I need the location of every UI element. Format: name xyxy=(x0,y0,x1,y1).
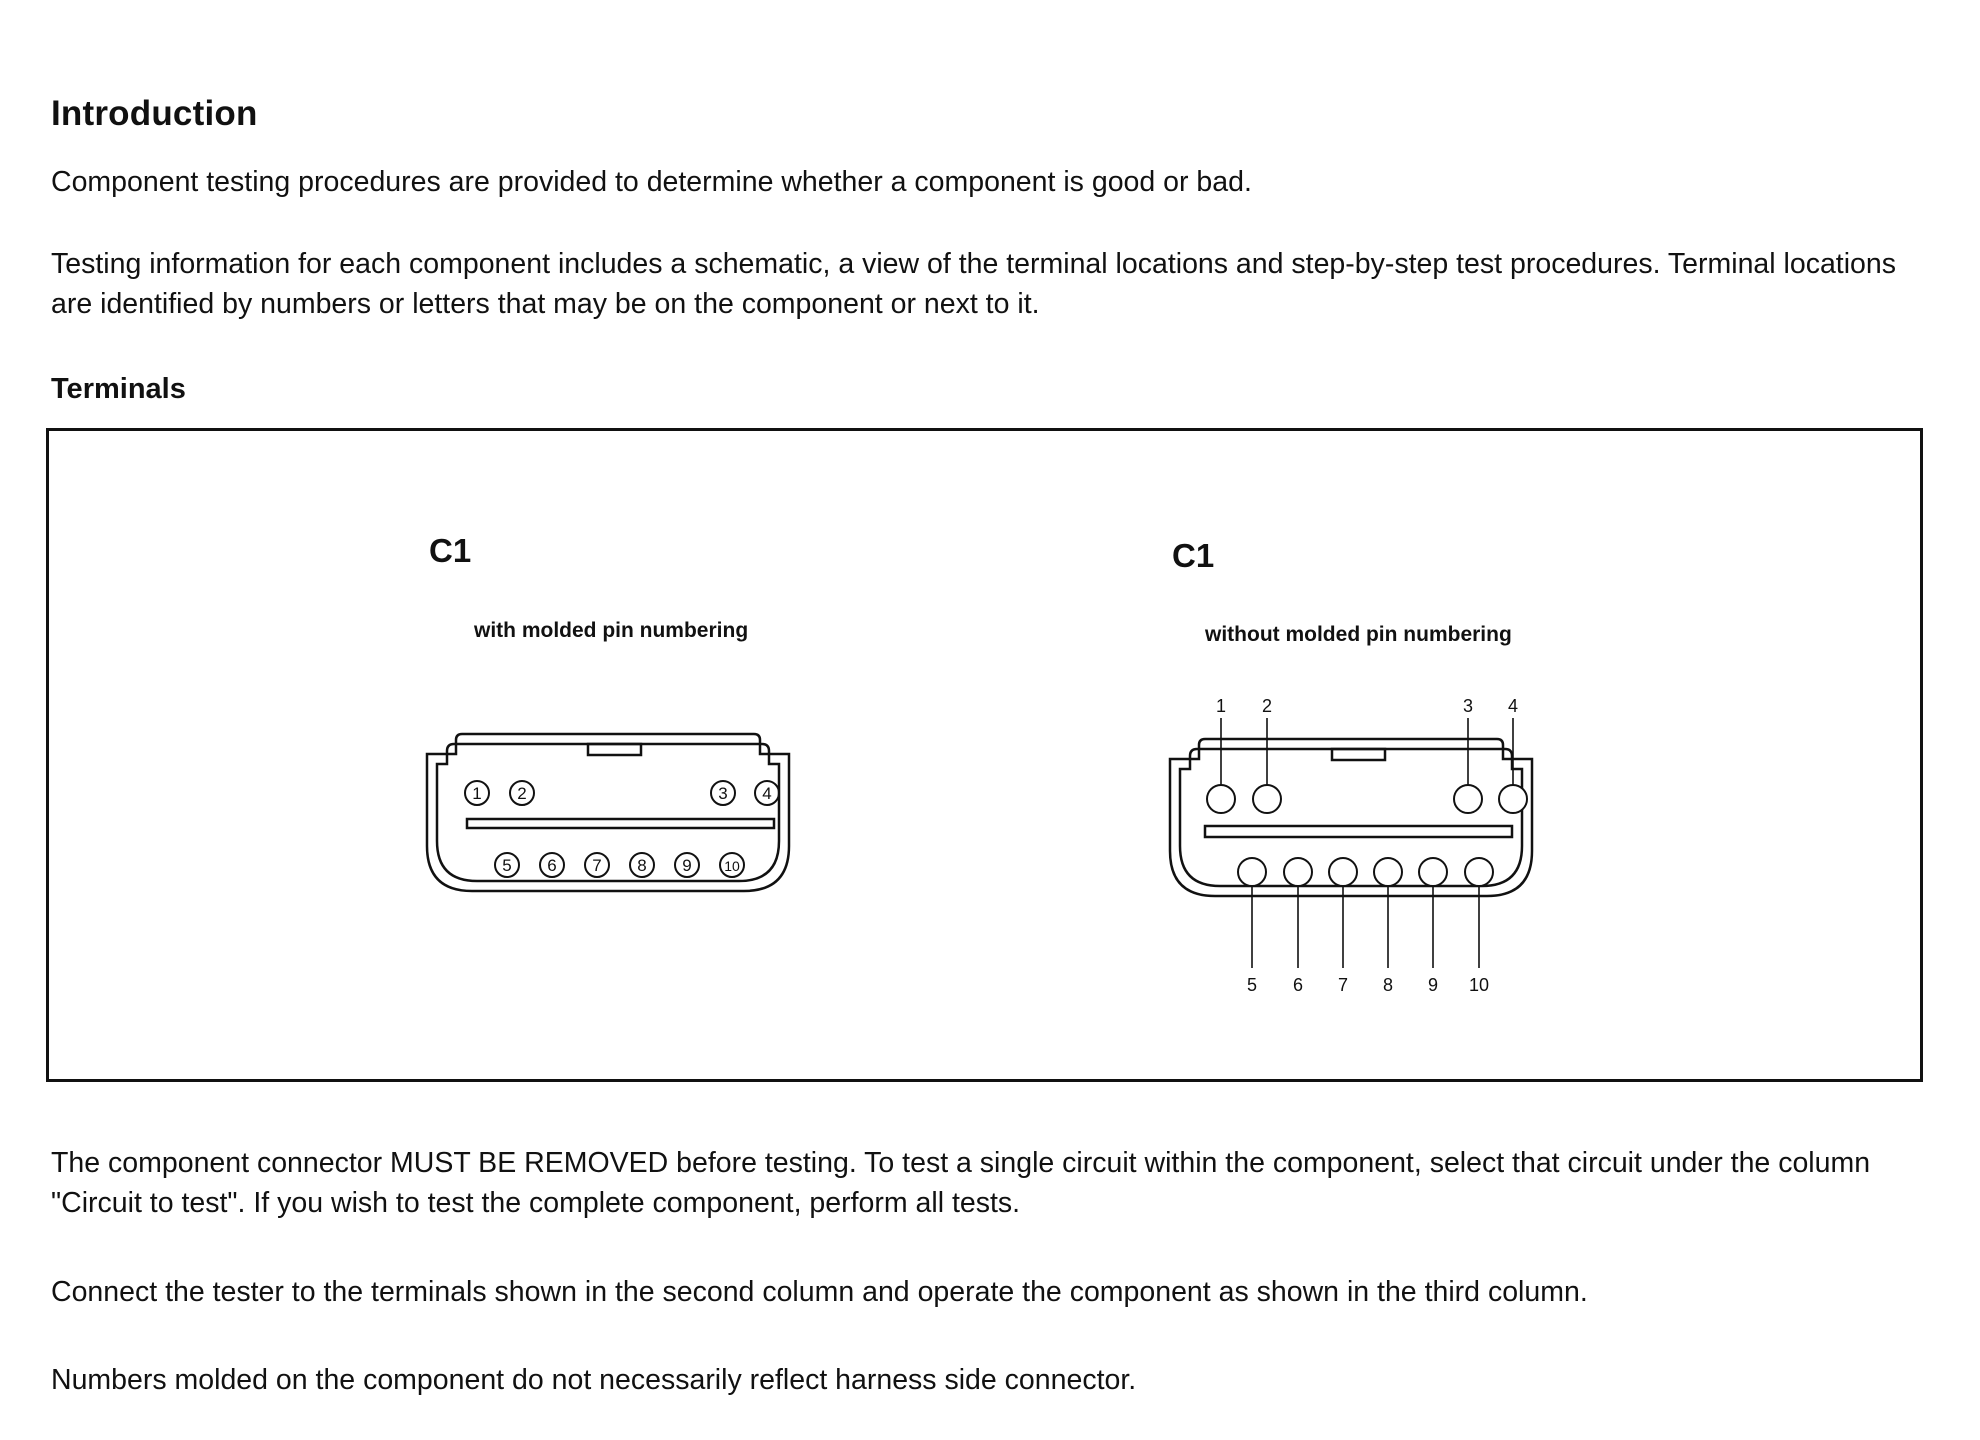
connector-drawings: 1 2 3 4 5 6 7 8 9 10 1 2 3 4 5 6 7 8 9 10 xyxy=(425,696,1534,995)
right-bottom-pin-5 xyxy=(1237,857,1267,887)
left-bottom-pin-label-6: 6 xyxy=(547,856,556,875)
introduction-heading: Introduction xyxy=(51,94,258,133)
right-top-pin-4 xyxy=(1498,784,1528,814)
left-top-pin-label-1: 1 xyxy=(472,784,481,803)
right-bottom-pin-7 xyxy=(1328,857,1358,887)
right-connector-title: C1 xyxy=(1172,537,1215,574)
right-bottom-pin-10 xyxy=(1464,857,1494,887)
left-top-pin-1 xyxy=(464,780,490,806)
terminals-figure: C1 with molded pin numbering C1 without … xyxy=(46,428,1923,1082)
right-top-pin-label-2: 2 xyxy=(1262,696,1272,716)
left-top-pin-label-4: 4 xyxy=(762,784,771,803)
left-bottom-pin-9 xyxy=(674,852,700,878)
right-top-pin-3 xyxy=(1453,784,1483,814)
left-connector-slot xyxy=(465,817,776,830)
left-bottom-pin-label-5: 5 xyxy=(502,856,511,875)
footer-paragraph-1: The component connector MUST BE REMOVED … xyxy=(51,1147,1871,1219)
left-connector-subtitle: with molded pin numbering xyxy=(474,619,749,642)
left-bottom-pin-label-7: 7 xyxy=(592,856,601,875)
right-top-pin-2 xyxy=(1252,784,1282,814)
right-bottom-pin-label-8: 8 xyxy=(1383,975,1393,995)
right-connector-subtitle: without molded pin numbering xyxy=(1205,623,1512,646)
left-bottom-pin-label-8: 8 xyxy=(637,856,646,875)
left-connector-title: C1 xyxy=(429,532,472,569)
left-top-pin-label-2: 2 xyxy=(517,784,526,803)
left-bottom-pin-5 xyxy=(494,852,520,878)
left-top-pin-2 xyxy=(509,780,535,806)
right-bottom-pin-label-10: 10 xyxy=(1469,975,1489,995)
left-top-pin-4 xyxy=(754,780,780,806)
left-bottom-pin-7 xyxy=(584,852,610,878)
left-connector-latch xyxy=(586,742,643,757)
left-bottom-pin-8 xyxy=(629,852,655,878)
right-connector-inner-outline xyxy=(1178,747,1524,888)
right-top-pin-1 xyxy=(1206,784,1236,814)
left-top-pin-3 xyxy=(710,780,736,806)
left-connector-outline xyxy=(425,732,791,893)
right-connector-outline xyxy=(1168,737,1534,898)
right-bottom-pin-6 xyxy=(1283,857,1313,887)
right-top-pin-label-3: 3 xyxy=(1463,696,1473,716)
left-top-pin-label-3: 3 xyxy=(718,784,727,803)
left-bottom-pin-label-10: 10 xyxy=(724,858,740,874)
left-bottom-pin-label-9: 9 xyxy=(682,856,691,875)
right-bottom-pin-label-9: 9 xyxy=(1428,975,1438,995)
left-connector-inner-outline xyxy=(435,742,781,883)
left-bottom-pin-10 xyxy=(719,852,745,878)
intro-paragraph-1: Component testing procedures are provide… xyxy=(51,166,1252,198)
left-bottom-pin-6 xyxy=(539,852,565,878)
terminals-heading: Terminals xyxy=(51,373,186,405)
footer-paragraph-3: Numbers molded on the component do not n… xyxy=(51,1364,1137,1396)
intro-paragraph-2: Testing information for each component i… xyxy=(51,248,1896,320)
right-bottom-pin-9 xyxy=(1418,857,1448,887)
right-bottom-pin-label-5: 5 xyxy=(1247,975,1257,995)
right-bottom-pin-label-6: 6 xyxy=(1293,975,1303,995)
right-top-pin-label-1: 1 xyxy=(1216,696,1226,716)
right-connector-latch xyxy=(1330,747,1387,762)
right-connector-slot xyxy=(1203,824,1514,839)
right-pin-group: 1 2 3 4 5 6 7 8 9 10 xyxy=(1206,696,1528,995)
right-bottom-pin-8 xyxy=(1373,857,1403,887)
footer-paragraph-2: Connect the tester to the terminals show… xyxy=(51,1276,1588,1308)
left-pin-group: 1 2 3 4 5 6 7 8 9 10 xyxy=(464,780,780,878)
right-top-pin-label-4: 4 xyxy=(1508,696,1518,716)
right-bottom-pin-label-7: 7 xyxy=(1338,975,1348,995)
